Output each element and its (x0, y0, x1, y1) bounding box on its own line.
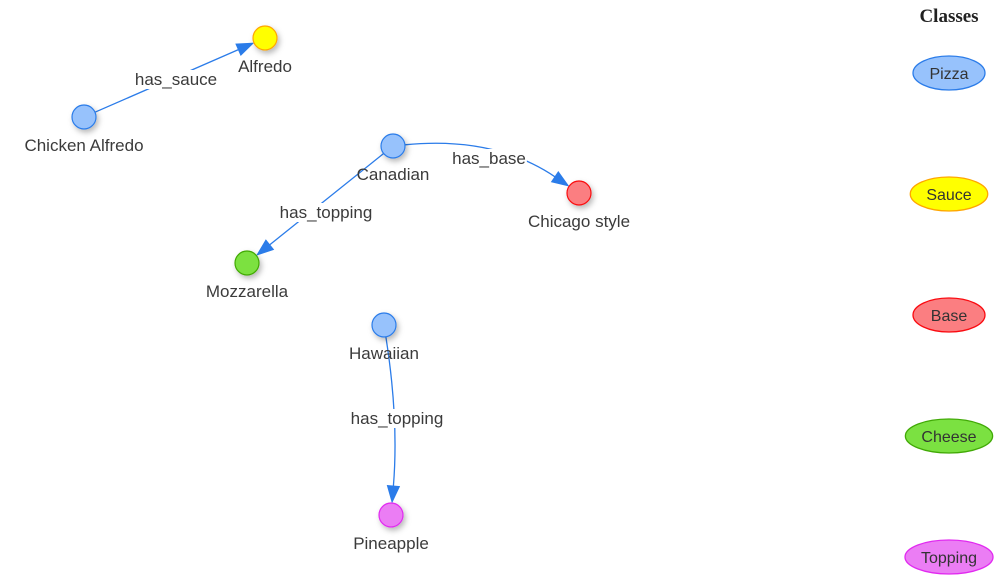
edge-chicken_alfredo-alfredo[interactable]: has_sauce (94, 42, 255, 113)
edge-label: has_topping (351, 409, 444, 428)
edge-label: has_base (452, 149, 526, 168)
node-label: Mozzarella (206, 282, 289, 301)
edge-label: has_sauce (135, 70, 217, 89)
legend-item-shape (909, 176, 989, 212)
node-label: Chicken Alfredo (24, 136, 143, 155)
legend-item-shape (912, 55, 986, 91)
node-hawaiian[interactable]: Hawaiian (349, 312, 419, 363)
node-pineapple[interactable]: Pineapple (353, 502, 429, 553)
node-label: Chicago style (528, 212, 630, 231)
edge-line (404, 142, 556, 178)
legend-item-shape (904, 418, 994, 454)
node-circle[interactable] (71, 104, 97, 130)
node-circle[interactable] (371, 312, 397, 338)
node-alfredo[interactable]: Alfredo (238, 25, 292, 76)
edge-canadian-mozzarella[interactable]: has_topping (256, 152, 385, 256)
legend-item-shape (912, 297, 986, 333)
node-circle[interactable] (378, 502, 404, 528)
legend-item-sauce[interactable]: Sauce (909, 176, 989, 212)
legend-item-base[interactable]: Base (912, 297, 986, 333)
arrowhead-icon (550, 170, 570, 187)
node-circle[interactable] (252, 25, 278, 51)
edge-label-bg (451, 149, 527, 168)
legend-item-label: Sauce (926, 187, 971, 204)
legend-title: Classes (919, 6, 978, 27)
legend-item-label: Base (931, 308, 968, 325)
legend-item-cheese[interactable]: Cheese (904, 418, 994, 454)
node-canadian[interactable]: Canadian (357, 133, 430, 184)
node-chicken_alfredo[interactable]: Chicken Alfredo (24, 104, 144, 155)
edges-layer: has_sauce has_base has_topping has_topping (94, 42, 570, 504)
node-circle[interactable] (566, 180, 592, 206)
arrowhead-icon (235, 42, 255, 56)
legend-item-label: Pizza (929, 66, 968, 83)
legend-item-pizza[interactable]: Pizza (912, 55, 986, 91)
arrowhead-icon (256, 239, 275, 256)
legend-item-label: Topping (921, 550, 977, 567)
edge-label-bg (133, 70, 219, 89)
node-chicago_style[interactable]: Chicago style (528, 180, 630, 231)
legend-item-topping[interactable]: Topping (904, 539, 994, 575)
node-label: Pineapple (353, 534, 429, 553)
edge-canadian-chicago_style[interactable]: has_base (404, 142, 570, 187)
edge-label: has_topping (280, 203, 373, 222)
node-circle[interactable] (380, 133, 406, 159)
node-label: Alfredo (238, 57, 292, 76)
node-circle[interactable] (234, 250, 260, 276)
arrowhead-icon (386, 485, 401, 504)
edge-hawaiian-pineapple[interactable]: has_topping (349, 336, 445, 504)
legend-item-label: Cheese (921, 429, 976, 446)
legend-item-shape (904, 539, 994, 575)
node-label: Hawaiian (349, 344, 419, 363)
edge-label-bg (278, 203, 374, 222)
edge-label-bg (349, 409, 445, 428)
node-mozzarella[interactable]: Mozzarella (206, 250, 289, 301)
node-label: Canadian (357, 165, 430, 184)
edge-line (269, 152, 385, 246)
